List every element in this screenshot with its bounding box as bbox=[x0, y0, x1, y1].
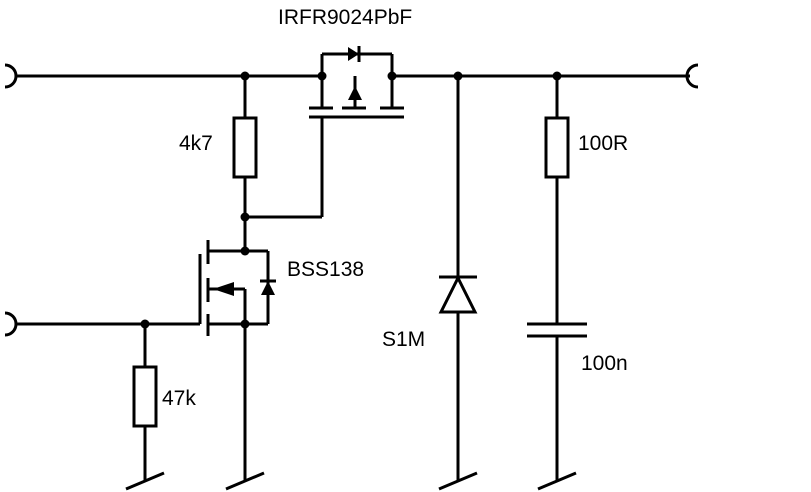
label-r2: 47k bbox=[162, 387, 196, 410]
diode-d1 bbox=[438, 76, 478, 491]
pmosfet-q1 bbox=[309, 46, 404, 217]
label-c1: 100n bbox=[581, 352, 628, 375]
label-d1: S1M bbox=[382, 328, 425, 351]
resistor-r2 bbox=[125, 324, 165, 491]
junction-dots bbox=[140, 71, 562, 329]
label-q1: IRFR9024PbF bbox=[278, 6, 412, 29]
label-r3: 100R bbox=[578, 132, 628, 155]
resistor-r1 bbox=[232, 76, 258, 217]
label-r1: 4k7 bbox=[179, 132, 213, 155]
input-connector-top bbox=[4, 63, 18, 89]
input-connector-bottom bbox=[4, 311, 18, 337]
label-q2: BSS138 bbox=[287, 258, 364, 281]
nmosfet-q2 bbox=[15, 240, 276, 491]
snubber-r3-c1 bbox=[527, 76, 587, 491]
